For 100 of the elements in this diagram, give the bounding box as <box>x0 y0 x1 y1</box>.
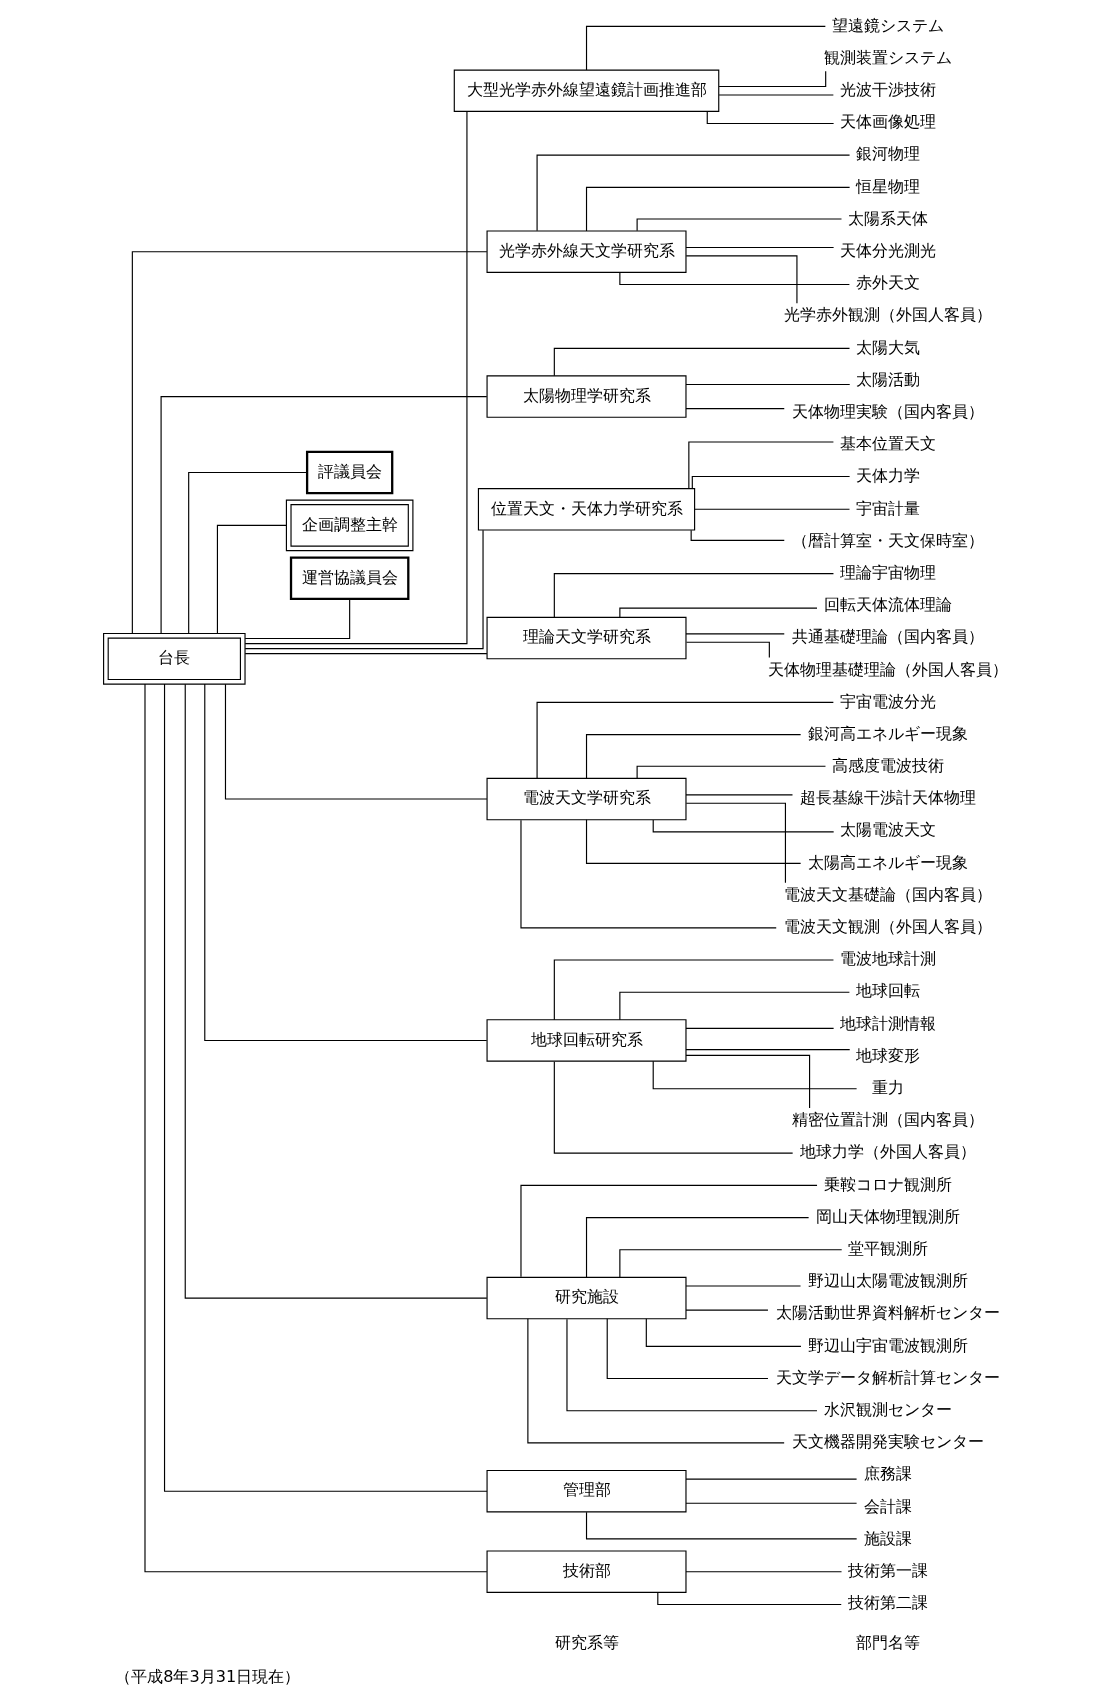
connector <box>685 254 797 304</box>
node-text: 基本位置天文 <box>839 433 936 453</box>
connector <box>687 440 834 489</box>
connector <box>160 395 487 634</box>
node-text: 庶務課 <box>863 1463 912 1483</box>
node-text: 銀河高エネルギー現象 <box>807 723 968 743</box>
node-text: 光波干渉技術 <box>839 79 936 99</box>
node-text: 水沢観測センター <box>823 1399 952 1419</box>
node-text: 地球変形 <box>855 1045 920 1065</box>
node-box: 技術部 <box>486 1549 687 1593</box>
node-text: 天体分光測光 <box>839 240 936 260</box>
connector <box>684 1478 857 1480</box>
connector <box>536 154 850 231</box>
connector <box>224 683 487 800</box>
connector <box>585 1511 857 1539</box>
node-text: 技術第二課 <box>847 1592 928 1612</box>
node-text: 銀河物理 <box>855 143 920 163</box>
connector <box>718 93 834 96</box>
node-text: 太陽活動世界資料解析センター <box>775 1302 1000 1322</box>
connector <box>526 1317 785 1443</box>
connector <box>684 383 850 385</box>
node-text: 野辺山太陽電波観測所 <box>807 1270 968 1290</box>
connector <box>565 1318 818 1411</box>
node-box: 電波天文学研究系 <box>486 777 687 820</box>
node-text: 天文機器開発実験センター <box>791 1431 984 1451</box>
connector <box>244 652 487 654</box>
connector <box>684 246 834 248</box>
connector <box>553 572 834 618</box>
connector <box>690 529 785 541</box>
node-text: 天文学データ解析計算センター <box>775 1367 1000 1387</box>
node-text: 電波天文観測（外国人客員） <box>783 916 992 936</box>
connector <box>684 1054 810 1109</box>
node-text: （暦計算室・天文保時室） <box>791 530 984 550</box>
node-box: 太陽物理学研究系 <box>486 374 687 418</box>
node-text: 赤外天文 <box>855 272 920 292</box>
connector <box>187 471 307 634</box>
connector <box>691 475 850 489</box>
node-box: 評議員会 <box>305 450 393 494</box>
node-text: 精密位置計測（国内客員） <box>791 1109 984 1129</box>
connector <box>656 1591 842 1605</box>
node-text: 天体物理実験（国内客員） <box>791 401 984 421</box>
connector <box>519 1184 818 1277</box>
connector <box>684 632 785 634</box>
node-box: 理論天文学研究系 <box>486 616 687 659</box>
connector <box>553 347 850 376</box>
connector <box>684 1502 857 1504</box>
node-text: 施設課 <box>863 1528 912 1548</box>
connector <box>693 508 850 510</box>
connector <box>684 1284 801 1287</box>
node-text: 太陽大気 <box>855 337 920 357</box>
connector <box>684 1570 842 1572</box>
node-box: 台長 <box>102 632 246 685</box>
node-text: 宇宙電波分光 <box>839 691 936 711</box>
connector <box>685 802 786 883</box>
node-text: 理論宇宙物理 <box>839 562 936 582</box>
connector <box>684 793 793 795</box>
caption: （平成8年3月31日現在） <box>114 1666 300 1686</box>
node-text: 恒星物理 <box>855 176 920 196</box>
node-box: 研究施設 <box>486 1276 687 1319</box>
connector <box>717 70 826 87</box>
node-text: 岡山天体物理観測所 <box>815 1206 960 1226</box>
node-text: 高感度電波技術 <box>831 755 944 775</box>
node-box: 大型光学赤外線望遠鏡計画推進部 <box>453 68 719 112</box>
connector <box>706 110 834 124</box>
node-text: 天体力学 <box>855 465 920 485</box>
node-text: 太陽活動 <box>855 369 920 389</box>
connector <box>519 819 777 928</box>
connector <box>618 991 850 1020</box>
connector <box>684 1048 850 1050</box>
node-box: 地球回転研究系 <box>486 1018 687 1062</box>
node-text: 太陽電波天文 <box>839 819 936 839</box>
connector <box>618 607 818 618</box>
connector <box>553 958 834 1020</box>
connector <box>652 818 834 832</box>
node-text: 重力 <box>871 1077 904 1097</box>
connector <box>216 524 287 634</box>
node-text: 太陽高エネルギー現象 <box>807 852 968 872</box>
connector <box>618 271 850 285</box>
connector <box>184 683 487 1299</box>
node-text: 光学赤外観測（外国人客員） <box>783 304 992 324</box>
connector <box>244 597 350 639</box>
node-text: 野辺山宇宙電波観測所 <box>807 1335 968 1355</box>
node-box: 光学赤外線天文学研究系 <box>486 229 687 273</box>
connector <box>203 683 487 1041</box>
connector <box>685 641 770 658</box>
node-text: 望遠鏡システム <box>831 15 944 35</box>
connector <box>645 1317 801 1347</box>
node-text: 回転天体流体理論 <box>823 594 952 614</box>
connector <box>618 1248 842 1278</box>
connector <box>606 1317 769 1379</box>
node-text: 太陽系天体 <box>847 208 928 228</box>
node-text: 乗鞍コロナ観測所 <box>823 1174 952 1194</box>
connector <box>585 186 850 232</box>
node-text: 観測装置システム <box>823 47 952 67</box>
node-text: 地球力学（外国人客員） <box>799 1141 976 1161</box>
node-box: 企画調整主幹 <box>285 499 413 551</box>
node-text: 技術第一課 <box>847 1560 928 1580</box>
connector <box>131 250 487 634</box>
node-box: 運営協議員会 <box>289 555 409 600</box>
connector <box>553 1060 793 1154</box>
